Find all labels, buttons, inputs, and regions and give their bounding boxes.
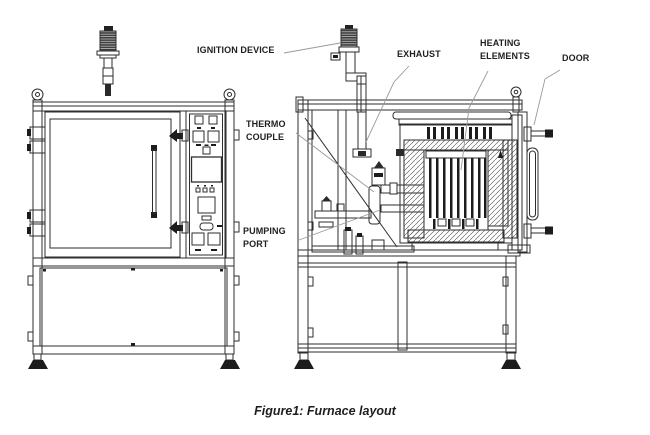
leader-lines [283,42,561,241]
label-ignition-device: IGNITION DEVICE [197,45,275,55]
front-door-drawing [27,110,226,259]
door-hinges-drawing [27,126,46,237]
side-view-drawing [294,25,553,369]
heating-element-terminals-drawing [427,127,492,139]
exhaust-pipe-drawing [345,51,372,158]
label-door: DOOR [562,53,590,63]
label-thermo-couple-line1: THERMO [246,119,286,129]
label-pumping-port-line2: PORT [243,239,269,249]
label-heating-elements-line2: ELEMENTS [480,51,530,61]
side-ignition-device-drawing [330,25,360,61]
side-frame-drawing [294,96,531,369]
furnace-chamber-drawing [392,111,513,250]
door-latches-drawing [169,129,189,234]
label-exhaust: EXHAUST [397,49,441,59]
pumping-port-drawing [311,182,426,255]
heating-rods-drawing [429,158,487,218]
thermocouple-drawing [371,161,386,186]
label-heating-elements-line1: HEATING [480,38,521,48]
control-panel-drawing [185,110,227,259]
front-lower-panel-drawing [39,267,228,347]
front-view-drawing [27,26,240,369]
label-heating-elements: HEATING ELEMENTS [480,37,530,63]
label-pumping-port-line1: PUMPING [243,226,286,236]
label-thermo-couple-line2: COUPLE [246,132,285,142]
label-thermo-couple: THERMO COUPLE [246,118,286,144]
front-ignition-device-drawing [96,26,120,96]
furnace-door-drawing [502,86,553,253]
label-pumping-port: PUMPING PORT [243,225,286,251]
figure-caption: Figure1: Furnace layout [254,404,396,418]
